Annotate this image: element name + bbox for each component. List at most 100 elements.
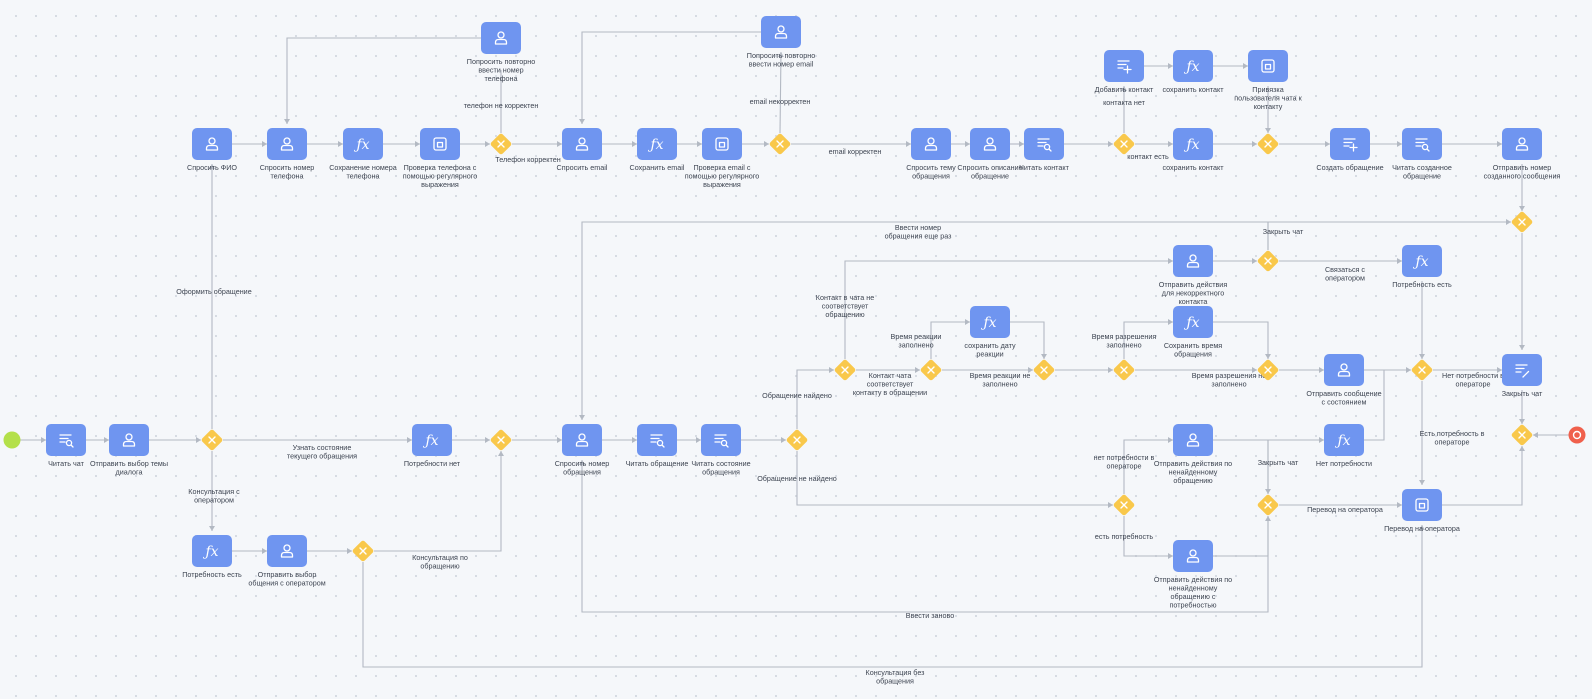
event-start[interactable] xyxy=(3,431,21,449)
task-t-close-chat[interactable]: Закрыть чат xyxy=(1502,354,1543,398)
gateway-g-resolve[interactable] xyxy=(1113,359,1136,382)
fx-icon: ƒx xyxy=(1183,315,1199,331)
event-end[interactable] xyxy=(1568,426,1586,444)
task-t-ask-fio[interactable]: Спросить ФИО xyxy=(187,128,237,172)
edge-sendnumber xyxy=(1519,164,1525,211)
edge-start xyxy=(20,437,46,443)
gateway-g-end[interactable] xyxy=(1511,424,1534,447)
gateway-g-phone[interactable] xyxy=(490,133,513,156)
close-x-icon xyxy=(208,436,216,444)
user-icon xyxy=(1515,137,1529,151)
gateway-g-contact[interactable] xyxy=(1113,133,1136,156)
gateway-g-contact-match[interactable] xyxy=(834,359,857,382)
task-t-transfer[interactable]: Перевод на оператора xyxy=(1384,489,1460,533)
close-x-icon xyxy=(1518,431,1526,439)
edge-close2 xyxy=(1267,437,1324,494)
task-t-ask-email[interactable]: Спросить email xyxy=(557,128,608,172)
gateway-g-found[interactable] xyxy=(786,429,809,452)
task-t-read-req[interactable]: Читать обращение xyxy=(626,424,689,468)
node-label: Читать чат xyxy=(48,459,84,468)
edge-consult-up xyxy=(374,451,504,552)
close-x-icon xyxy=(1264,366,1272,374)
gateway-g-right-top[interactable] xyxy=(1511,211,1534,234)
edge-opneed xyxy=(1419,381,1425,485)
gateway-g-nf-merge[interactable] xyxy=(1257,494,1280,517)
gateway-g-notfound[interactable] xyxy=(1113,494,1136,517)
edge-addcontact xyxy=(1144,63,1173,69)
gateway-g-merge1[interactable] xyxy=(1257,133,1280,156)
gateway-g-consult[interactable] xyxy=(352,540,375,563)
edit-icon xyxy=(1515,364,1530,378)
task-t-add-contact[interactable]: Добавить контакт xyxy=(1095,50,1154,94)
close-x-icon xyxy=(1264,501,1272,509)
edge-reask-phone xyxy=(284,37,481,124)
close-x-icon xyxy=(359,547,367,555)
gateway-g-op-need[interactable] xyxy=(1411,359,1434,382)
user-icon xyxy=(575,433,589,447)
task-t-create-req[interactable]: Создать обращение xyxy=(1316,128,1384,172)
gateway-g-wrong[interactable] xyxy=(1257,250,1280,273)
close-x-icon xyxy=(1040,366,1048,374)
task-t-read-contact[interactable]: Читать контакт xyxy=(1019,128,1070,172)
fx-icon: ƒx xyxy=(1183,59,1199,75)
read-icon xyxy=(714,434,729,448)
fx-icon: ƒx xyxy=(422,433,438,449)
edge-label-contact-yes: контакт есть xyxy=(1127,152,1169,161)
user-icon xyxy=(575,137,589,151)
user-icon xyxy=(280,544,294,558)
edge-savereact xyxy=(1010,321,1047,359)
edge-g1-state xyxy=(223,437,412,443)
gateway-g-react-merge[interactable] xyxy=(1033,359,1056,382)
edge-sendnf2 xyxy=(1213,516,1271,557)
gateway-g-mid[interactable] xyxy=(490,429,513,452)
fx-icon: ƒx xyxy=(980,315,996,331)
edge-react-filled xyxy=(930,319,970,359)
edge-topic xyxy=(149,437,201,443)
node-label: Перевод на оператора xyxy=(1384,524,1460,533)
edge-reactmerge xyxy=(1055,367,1113,373)
task-t-read-chat[interactable]: Читать чат xyxy=(46,424,86,468)
gateway-g-email[interactable] xyxy=(769,133,792,156)
edge-match xyxy=(856,367,920,373)
gateway-g-react[interactable] xyxy=(920,359,943,382)
gateway-g1[interactable] xyxy=(201,429,224,452)
gateway-g-resolve-merge[interactable] xyxy=(1257,359,1280,382)
